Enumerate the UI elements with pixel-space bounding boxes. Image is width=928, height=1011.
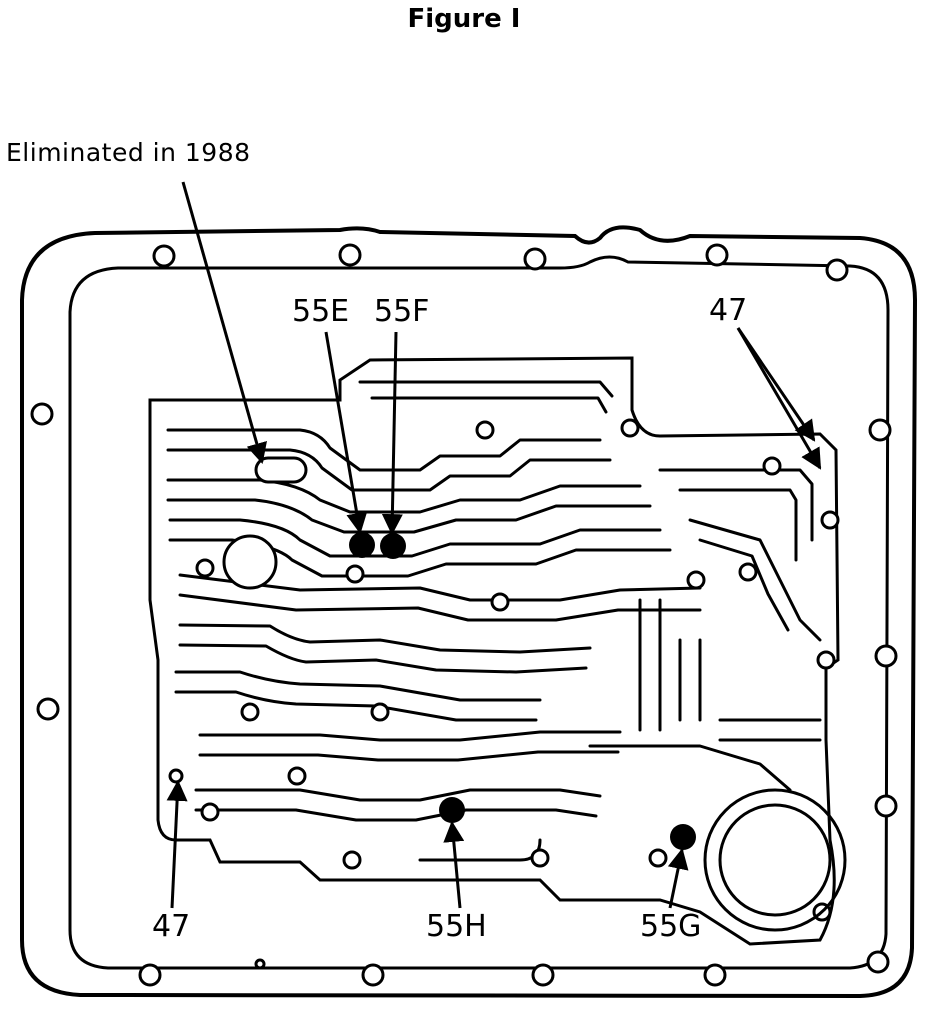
bolt-holes bbox=[30, 243, 898, 987]
figure-title: Figure I bbox=[407, 4, 521, 34]
leader-47-top-b bbox=[736, 327, 822, 470]
callout-47-bottom: 47 bbox=[152, 909, 191, 944]
leader-eliminated bbox=[181, 181, 267, 465]
eliminated-passage bbox=[254, 456, 308, 484]
callout-55f: 55F bbox=[374, 294, 430, 329]
bolt-hole bbox=[36, 697, 60, 721]
bolt-hole bbox=[138, 963, 162, 987]
check-ball-55g bbox=[670, 824, 696, 850]
bolt-hole bbox=[874, 644, 898, 668]
gasket-outer-outline bbox=[20, 225, 918, 999]
callout-47-top: 47 bbox=[709, 293, 748, 328]
annotation-eliminated: Eliminated in 1988 bbox=[6, 138, 251, 167]
leader-55g bbox=[667, 847, 689, 909]
callout-55h: 55H bbox=[426, 909, 487, 944]
check-ball-55h bbox=[439, 797, 465, 823]
bolt-hole bbox=[254, 958, 266, 970]
check-ball-55f bbox=[380, 533, 406, 559]
gasket-inner-outline bbox=[68, 255, 890, 970]
bolt-hole bbox=[338, 243, 362, 267]
callout-55g: 55G bbox=[640, 909, 702, 944]
bolt-hole bbox=[866, 950, 890, 974]
bolt-hole bbox=[705, 243, 729, 267]
leader-55h bbox=[443, 820, 465, 909]
bolt-hole bbox=[868, 418, 892, 442]
leader-lines bbox=[166, 181, 822, 909]
bolt-hole bbox=[361, 963, 385, 987]
bolt-hole bbox=[874, 794, 898, 818]
bore-large-inner bbox=[718, 803, 832, 917]
bolt-hole bbox=[703, 963, 727, 987]
bore-left bbox=[222, 534, 278, 590]
bolt-hole bbox=[152, 244, 176, 268]
check-balls bbox=[349, 532, 696, 850]
leader-55e bbox=[324, 331, 368, 535]
leader-47-bottom bbox=[166, 779, 188, 909]
bolt-hole bbox=[825, 258, 849, 282]
bolt-hole bbox=[523, 247, 547, 271]
check-ball-55e bbox=[349, 532, 375, 558]
leader-55f bbox=[381, 331, 403, 536]
bore-large-outer bbox=[703, 788, 847, 932]
fluid-channels bbox=[166, 380, 822, 862]
bolt-hole bbox=[531, 963, 555, 987]
callout-55e: 55E bbox=[292, 294, 350, 329]
valve-body-outline bbox=[148, 356, 840, 946]
bolt-hole bbox=[30, 402, 54, 426]
